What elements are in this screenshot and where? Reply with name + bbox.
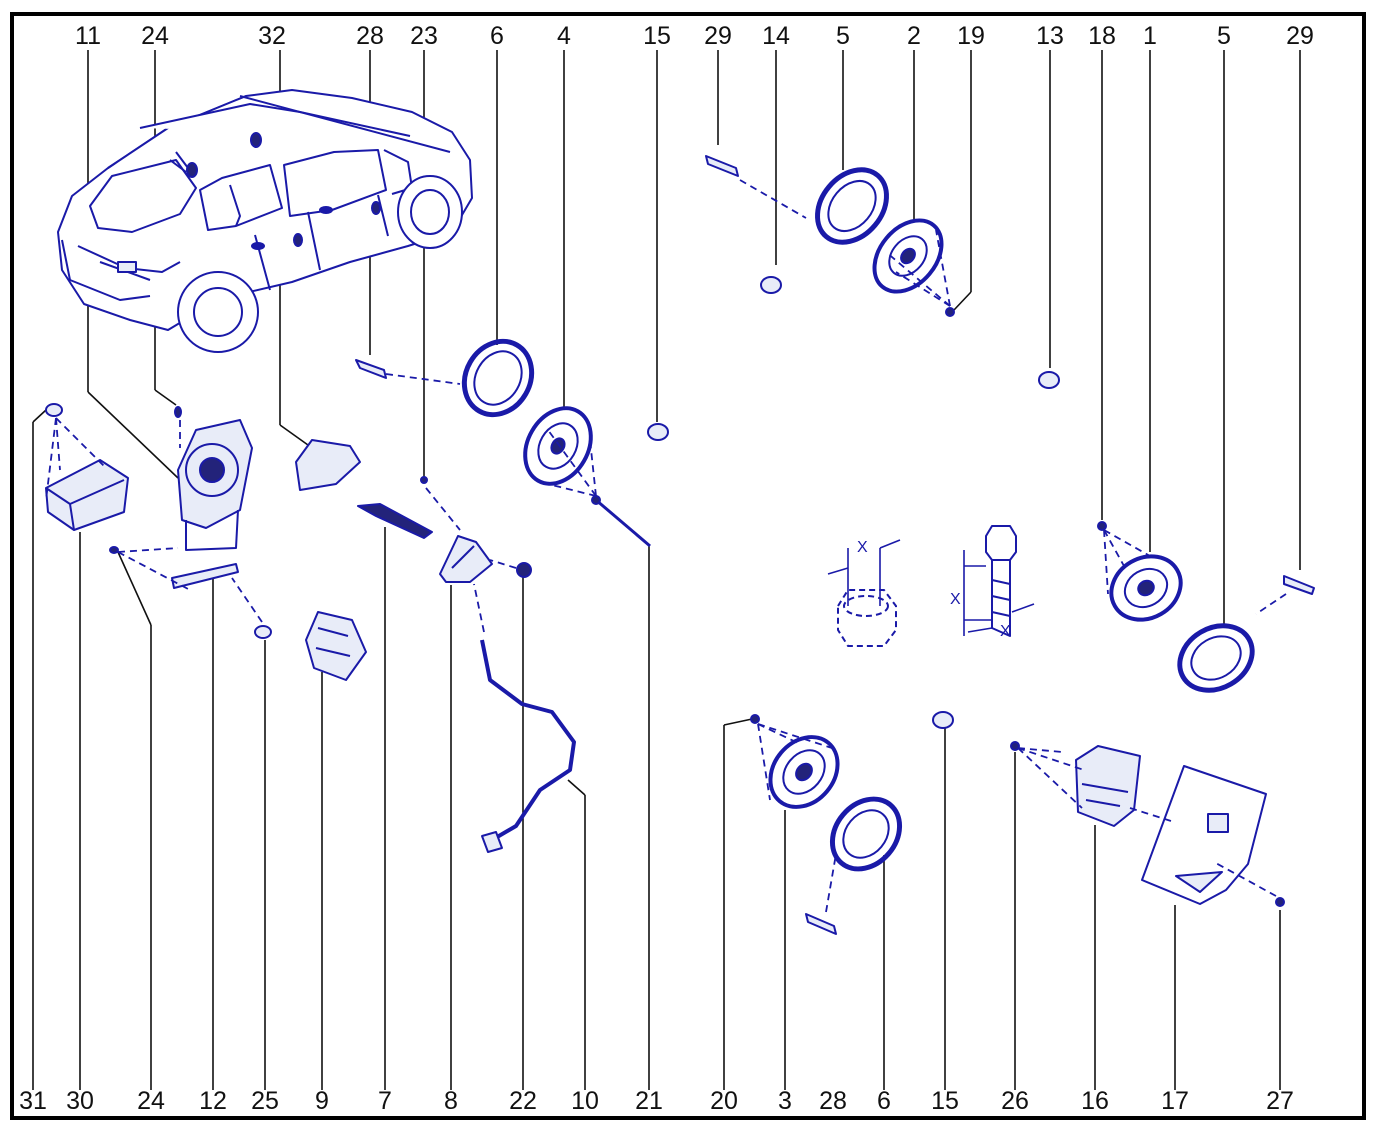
parts-artwork bbox=[45, 155, 1315, 935]
mounting-plate-17 bbox=[1141, 765, 1267, 905]
grommet-15-bottom bbox=[932, 711, 954, 729]
bolt-detail bbox=[985, 525, 1017, 561]
module-16 bbox=[1075, 745, 1141, 827]
push-pin-28 bbox=[355, 359, 387, 379]
grommet-14 bbox=[760, 276, 782, 294]
assembly-arrows bbox=[45, 179, 1287, 913]
front-wheel bbox=[397, 175, 463, 249]
grommet-15-top bbox=[647, 423, 669, 441]
push-pin-29-right bbox=[1283, 575, 1315, 595]
nut-22 bbox=[516, 562, 532, 578]
screw-23 bbox=[420, 476, 428, 484]
dimension-label: X bbox=[857, 539, 868, 556]
antenna-rod-21 bbox=[595, 498, 651, 548]
rear-wheel bbox=[177, 271, 259, 353]
speaker-ring-5-top bbox=[815, 167, 889, 245]
speaker-ring-5-right bbox=[1177, 623, 1255, 693]
dimension-label: X bbox=[1000, 623, 1011, 640]
dimension-lines bbox=[827, 539, 1035, 636]
bracket-12 bbox=[171, 563, 239, 589]
screw-24-bottom bbox=[109, 546, 119, 554]
screw-18 bbox=[1097, 521, 1107, 531]
module-box-30 bbox=[45, 459, 129, 531]
screw-20 bbox=[750, 714, 760, 724]
drawing-border bbox=[10, 12, 1366, 1120]
push-pin-28-bottom bbox=[805, 913, 837, 935]
rod-7 bbox=[357, 503, 433, 539]
speaker-ring-6-bottom bbox=[829, 796, 903, 872]
cap-nut-31 bbox=[45, 403, 63, 417]
antenna-8 bbox=[439, 535, 493, 583]
push-pin-29-top bbox=[705, 155, 739, 177]
cover-32 bbox=[295, 439, 361, 491]
screw-26 bbox=[1010, 741, 1020, 751]
grommet-25 bbox=[254, 625, 272, 639]
cable-10 bbox=[480, 639, 576, 842]
speaker-ring-6 bbox=[461, 338, 535, 418]
nut-detail bbox=[837, 589, 897, 647]
screw-24-top bbox=[174, 406, 182, 418]
car-speaker-marker bbox=[186, 162, 198, 178]
car-body-outline bbox=[57, 89, 473, 353]
dimension-labels: X X X bbox=[857, 539, 1011, 640]
dimension-label: X bbox=[950, 591, 961, 608]
screw-27 bbox=[1275, 897, 1285, 907]
screw-19 bbox=[945, 307, 955, 317]
connector-block-9 bbox=[305, 611, 367, 681]
leader-lines bbox=[32, 50, 1301, 1090]
grommet-13 bbox=[1038, 371, 1060, 389]
